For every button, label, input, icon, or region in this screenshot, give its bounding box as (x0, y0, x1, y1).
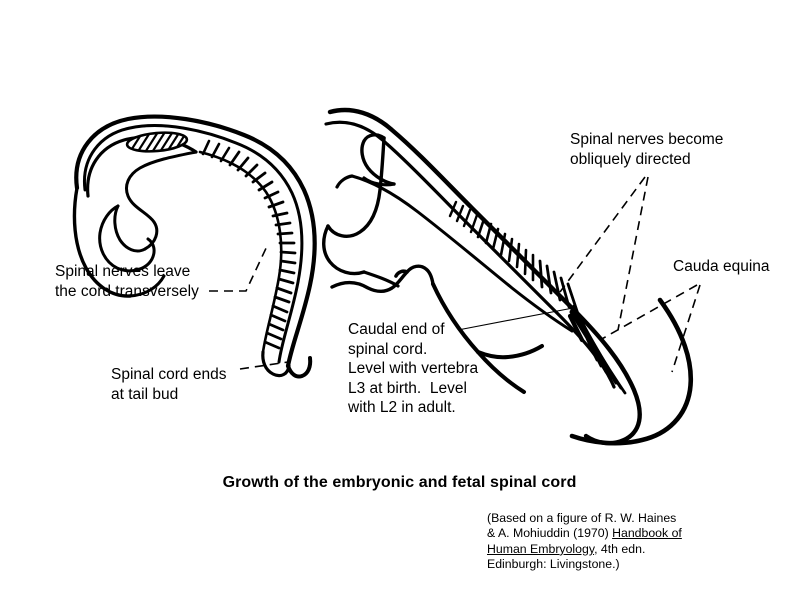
credit-line-1: (Based on a figure of R. W. Haines (487, 511, 677, 525)
embryo-tail-bud-cord-end (261, 350, 291, 378)
credit-title-part-2: Human Embryology (487, 541, 595, 556)
fetus-chest-ventral (322, 224, 366, 276)
embryo-jaw-arch (113, 204, 147, 253)
fetus-cauda-equina (567, 304, 627, 395)
fetus-spinal-cord (350, 174, 574, 333)
fetus-spinal-nerves (448, 200, 580, 316)
embryo-tail-bud-tip (286, 356, 313, 379)
label-line: Spinal cord ends (111, 366, 227, 383)
embryo-inner-contour (82, 124, 304, 364)
leader-cauda-b (671, 284, 701, 373)
fetus-throat-line (335, 174, 354, 189)
label-line: spinal cord. (348, 340, 428, 358)
credit-line-2a: & A. Mohiuddin (1970) (487, 526, 613, 541)
leader-cauda-a (599, 284, 698, 341)
label-line: obliquely directed (570, 150, 691, 168)
label-line: at tail bud (111, 385, 179, 403)
fetus-neck-under (362, 176, 396, 187)
embryo-spinal-cord (198, 150, 283, 354)
label-spinal-cord-ends: Spinal cord ends at tail bud (111, 365, 226, 404)
label-line: Level with vertebra (348, 360, 479, 377)
leader-lines (209, 176, 701, 373)
label-cauda-equina: Cauda equina (673, 257, 770, 277)
embryo-outer-body-wall (74, 114, 317, 369)
credit-line-4: Edinburgh: Livingstone.) (487, 557, 620, 572)
label-line: Spinal nerves become (570, 131, 724, 148)
embryo-spinal-nerves (201, 139, 297, 350)
label-line: L3 at birth. Level (348, 379, 467, 397)
embryo-lower-head-wall (72, 186, 132, 298)
label-oblique-nerves: Spinal nerves become obliquely directed (570, 130, 723, 169)
fetus-sacral-curve (569, 297, 694, 446)
embryo-face-fold (125, 150, 198, 251)
figure-credit: (Based on a figure of R. W. Haines& A. M… (487, 511, 787, 573)
embryo-figure (72, 114, 317, 379)
fetus-lower-leg (476, 344, 544, 360)
leader-oblique-b (617, 176, 649, 331)
leader-cord-ends (239, 361, 289, 370)
fetus-cranium-outline (360, 133, 396, 186)
label-line: Cauda equina (673, 258, 770, 275)
figure-title: Growth of the embryonic and fetal spinal… (222, 474, 577, 491)
label-spinal-nerves-transverse: Spinal nerves leave the cord transversely (55, 262, 199, 301)
credit-line-3b: , 4th edn. (594, 541, 646, 556)
fetus-abdomen-contour (362, 270, 400, 288)
credit-title-part-1: Handbook of (612, 526, 682, 541)
label-caudal-end: Caudal end of spinal cord. Level with vert… (348, 320, 478, 418)
fetus-limb-outline (330, 264, 435, 294)
leader-oblique-a (559, 176, 646, 293)
embryo-chin-curl (98, 204, 156, 273)
fetus-figure (322, 107, 694, 446)
label-line: the cord transversely (55, 282, 199, 300)
leader-nerves-transverse (209, 243, 269, 292)
label-line: with L2 in adult. (348, 399, 456, 416)
fetus-face-profile (326, 136, 386, 238)
fetus-foot-contour (394, 269, 409, 278)
label-line: Spinal nerves leave (55, 263, 191, 280)
leader-caudal-end (457, 307, 574, 331)
embryo-body-ventral (128, 274, 166, 298)
label-line: Caudal end of (348, 321, 445, 338)
embryo-brain-hatched (125, 130, 189, 154)
